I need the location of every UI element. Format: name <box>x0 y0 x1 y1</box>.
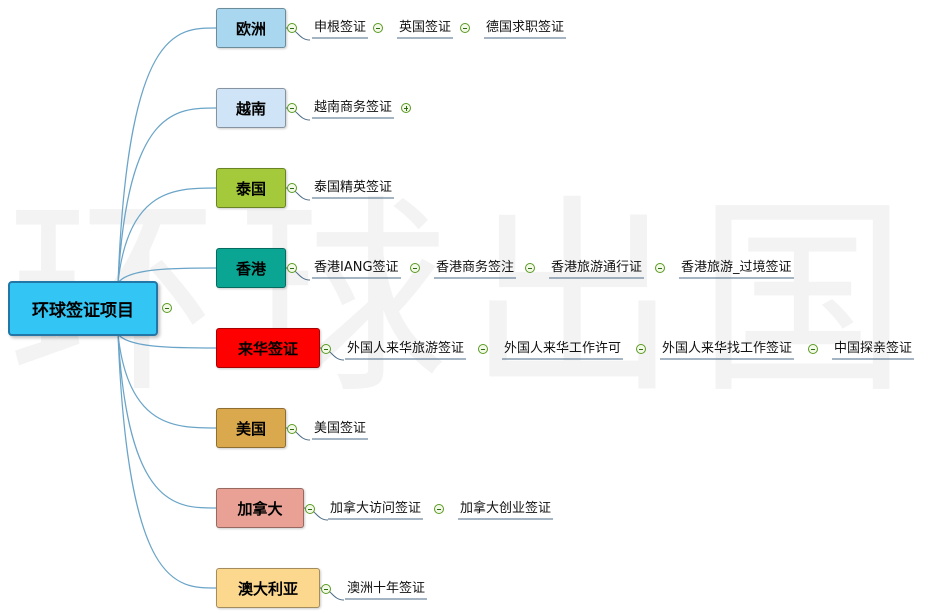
leaf-schengen-visa[interactable]: 申根签证 <box>314 20 367 35</box>
branch-collapse-icon[interactable] <box>287 424 297 434</box>
leaf-hk-business-endorsement[interactable]: 香港商务签注 <box>436 260 515 275</box>
root-topic[interactable]: 环球签证项目 <box>8 281 158 336</box>
root-to-branch-connector <box>117 27 217 284</box>
root-to-branch-connector <box>117 333 217 349</box>
leaf-canada-visitor-visa[interactable]: 加拿大访问签证 <box>330 501 422 516</box>
branch-australia[interactable]: 澳大利亚 <box>216 568 320 608</box>
leaf-collapse-icon[interactable] <box>636 344 646 354</box>
leaf-collapse-icon[interactable] <box>655 263 665 273</box>
leaf-collapse-icon[interactable] <box>460 23 470 33</box>
leaf-australia-ten-year-visa[interactable]: 澳洲十年签证 <box>347 581 426 596</box>
leaf-vietnam-business-visa[interactable]: 越南商务签证 <box>314 100 393 115</box>
root-to-branch-connector <box>117 267 217 284</box>
leaf-china-tourist-visa[interactable]: 外国人来华旅游签证 <box>347 341 465 356</box>
leaf-hk-transit-visa[interactable]: 香港旅游_过境签证 <box>681 260 792 275</box>
leaf-collapse-icon[interactable] <box>525 263 535 273</box>
branch-collapse-icon[interactable] <box>321 584 331 594</box>
branch-vietnam[interactable]: 越南 <box>216 88 286 128</box>
leaf-us-visa[interactable]: 美国签证 <box>314 421 367 436</box>
root-to-branch-connector <box>117 187 217 284</box>
leaf-china-work-permit[interactable]: 外国人来华工作许可 <box>504 341 622 356</box>
leaf-collapse-icon[interactable] <box>434 504 444 514</box>
leaf-collapse-icon[interactable] <box>478 344 488 354</box>
leaf-canada-startup-visa[interactable]: 加拿大创业签证 <box>460 501 552 516</box>
root-to-branch-connector <box>117 333 217 429</box>
root-collapse-icon[interactable] <box>162 303 172 313</box>
branch-collapse-icon[interactable] <box>287 183 297 193</box>
leaf-expand-icon[interactable] <box>401 103 411 113</box>
branch-usa[interactable]: 美国 <box>216 408 286 448</box>
branch-canada[interactable]: 加拿大 <box>216 488 304 528</box>
branch-collapse-icon[interactable] <box>287 263 297 273</box>
leaf-uk-visa[interactable]: 英国签证 <box>399 20 452 35</box>
leaf-hk-iang-visa[interactable]: 香港IANG签证 <box>314 260 399 275</box>
branch-hongkong[interactable]: 香港 <box>216 248 286 288</box>
leaf-collapse-icon[interactable] <box>373 23 383 33</box>
root-to-branch-connector <box>117 107 217 284</box>
leaf-collapse-icon[interactable] <box>808 344 818 354</box>
leaf-germany-jobseeker-visa[interactable]: 德国求职签证 <box>486 20 565 35</box>
branch-collapse-icon[interactable] <box>287 103 297 113</box>
branch-collapse-icon[interactable] <box>287 23 297 33</box>
branch-thailand[interactable]: 泰国 <box>216 168 286 208</box>
root-to-branch-connector <box>117 333 217 589</box>
leaf-thailand-elite-visa[interactable]: 泰国精英签证 <box>314 180 393 195</box>
leaf-collapse-icon[interactable] <box>410 263 420 273</box>
leaf-hk-travel-permit[interactable]: 香港旅游通行证 <box>551 260 643 275</box>
leaf-china-job-seeking-visa[interactable]: 外国人来华找工作签证 <box>662 341 793 356</box>
root-to-branch-connector <box>117 333 217 509</box>
branch-europe[interactable]: 欧洲 <box>216 8 286 48</box>
branch-china-visa[interactable]: 来华签证 <box>216 328 320 368</box>
branch-collapse-icon[interactable] <box>305 504 315 514</box>
branch-collapse-icon[interactable] <box>321 344 331 354</box>
leaf-china-family-visit-visa[interactable]: 中国探亲签证 <box>834 341 913 356</box>
